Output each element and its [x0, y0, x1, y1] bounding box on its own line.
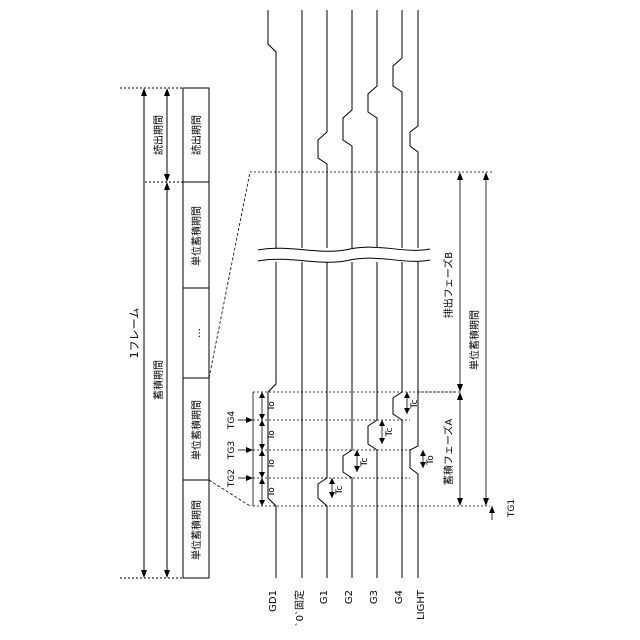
unit-accum-label-2: 単位蓄積期間 — [190, 400, 203, 460]
signal-label-g1: G1 — [319, 590, 330, 604]
signal-label-light: LIGHT — [416, 589, 427, 620]
readout-label-box: 読出期間 — [190, 115, 203, 155]
tg1-label: TG1 — [507, 499, 517, 518]
frame-label: 1フレーム — [128, 308, 141, 359]
ellipsis-label: … — [192, 328, 203, 338]
tg4-label: TG4 — [227, 411, 237, 430]
signal-label-g2: G2 — [344, 590, 355, 604]
signal-label-gd1: GD1 — [268, 590, 279, 612]
waveform-light — [410, 10, 418, 248]
discharge-phase-label: 排出フェーズB — [442, 252, 455, 318]
waveform-g2 — [343, 10, 352, 248]
unit-accum-label-1: 単位蓄積期間 — [190, 206, 203, 266]
tg2-label: TG2 — [227, 469, 237, 488]
accumulate-phase-label: 蓄積フェーズA — [442, 419, 455, 485]
signal-label-g3: G3 — [369, 590, 380, 604]
signal-labels: GD1 `0`固定 G1 G2 G3 G4 LIGHT — [268, 589, 427, 626]
tg3-label: TG3 — [227, 441, 237, 460]
tc-label-g3: Tc — [385, 427, 395, 437]
waveform-g1 — [318, 10, 327, 248]
phase-lines — [250, 172, 492, 520]
period-arrowheads — [141, 88, 170, 578]
break-mark — [258, 247, 430, 262]
signal-label-fixed: `0`固定 — [293, 590, 306, 626]
readout-label-left: 読出期間 — [152, 115, 165, 155]
waveform-gd1 — [268, 10, 276, 248]
accumulation-label: 蓄積期間 — [152, 360, 165, 400]
tc-label-g2: Tc — [360, 457, 370, 467]
tc-label-g1: Tc — [335, 485, 345, 495]
signal-label-g4: G4 — [394, 590, 405, 604]
waveform-g3 — [368, 10, 377, 248]
tc-label-g4: Tc — [410, 399, 420, 409]
unit-accum-phase-label: 単位蓄積期間 — [468, 310, 481, 370]
unit-accum-label-3: 単位蓄積期間 — [190, 500, 203, 560]
waveform-light-lower — [410, 262, 418, 578]
waveform-g4 — [393, 10, 402, 248]
to-label-light: To — [426, 455, 436, 466]
